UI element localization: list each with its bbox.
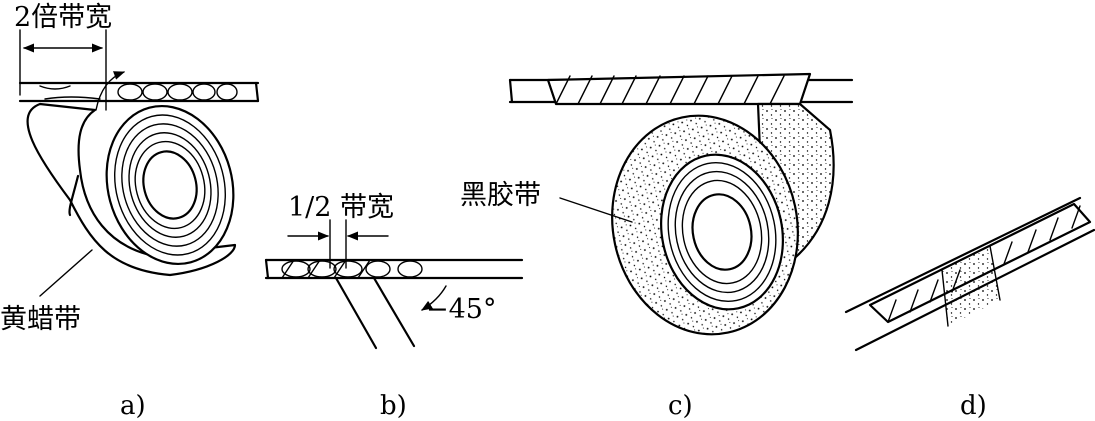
angle-label: −45° [426,294,496,325]
caption-a: a) [120,391,146,421]
caption-d: d) [960,391,987,421]
yellow-wax-tape-label: 黄蜡带 [0,304,81,335]
wire-d [844,196,1095,352]
wax-tape-roll [26,102,237,277]
half-width-label: 1/2 带宽 [288,192,394,223]
double-width-dimension: 2倍带宽 [14,2,112,111]
caption-b: b) [380,391,407,421]
panel-c: 黑胶带 c) [460,72,854,421]
black-tape-roll [611,102,835,336]
double-width-label: 2倍带宽 [14,2,112,33]
wire-c [508,72,854,106]
caption-c: c) [668,391,693,421]
wire-a [18,71,260,111]
panel-d: d) [844,196,1095,421]
panel-b: 1/2 带宽 −45° b) [264,192,524,421]
panel-a: 2倍带宽 [0,2,260,421]
wire-b: −45° [264,258,524,350]
half-width-dimension: 1/2 带宽 [287,192,394,269]
black-tape-label: 黑胶带 [460,180,541,211]
